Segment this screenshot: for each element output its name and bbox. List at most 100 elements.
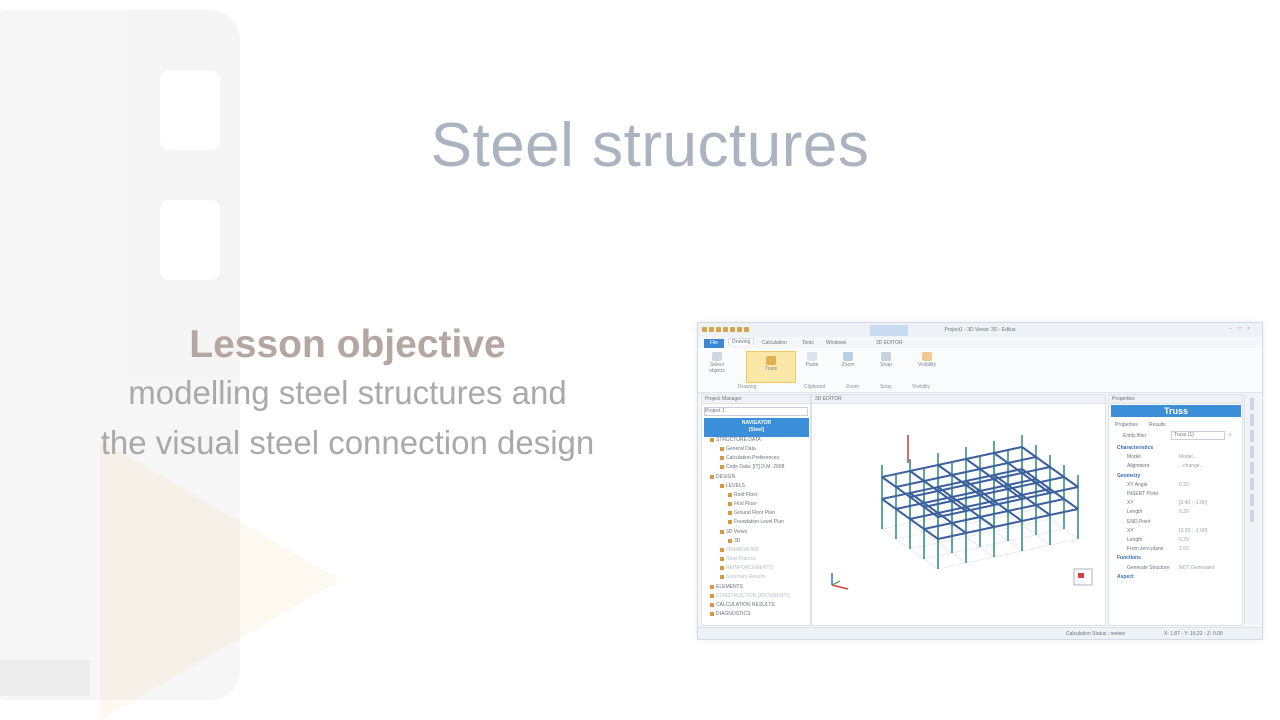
columns xyxy=(881,435,1079,569)
entity-filter-value: Truss (1) xyxy=(1174,432,1194,438)
zoom-button[interactable]: Zoom xyxy=(838,352,858,368)
tree-item-design[interactable]: DESIGN xyxy=(710,474,735,480)
tree-item-reinforcements[interactable]: REINFORCEMENTS xyxy=(720,565,773,571)
visibility-icon xyxy=(922,352,932,361)
group-visibility: Visibility xyxy=(912,384,930,390)
tree-item-structure-data[interactable]: STRUCTURE DATA xyxy=(710,437,761,443)
property-value[interactable]: 2.60 xyxy=(1179,546,1189,553)
property-value[interactable]: [3.40 ; -1.00] xyxy=(1179,500,1208,507)
group-drawing: Drawing xyxy=(738,384,757,390)
tree-item-calculation-preferences[interactable]: Calculation Preferences xyxy=(720,455,779,461)
play-icon-watermark xyxy=(100,440,340,720)
lesson-heading: Lesson objective xyxy=(189,323,506,366)
context-tab-highlight xyxy=(870,325,908,336)
property-label: Length xyxy=(1127,509,1143,516)
magnifier-icon xyxy=(843,352,853,361)
quick-access-toolbar xyxy=(702,327,822,333)
property-section[interactable]: Geometry xyxy=(1117,472,1141,479)
tab-file[interactable]: File xyxy=(704,339,724,348)
tree-item-code-data[interactable]: Code Data: [IT] D.M. 2008 xyxy=(720,464,784,470)
app-titlebar: Project1 - 3D Views: 3D - Edilus –□× xyxy=(698,323,1262,337)
property-value[interactable]: ...change... xyxy=(1179,463,1204,470)
tab-tools[interactable]: Tools xyxy=(802,340,814,346)
tree-item-first-floor[interactable]: First Floor xyxy=(728,501,757,507)
property-label: XY Angle xyxy=(1127,481,1148,488)
property-label: Length xyxy=(1127,537,1143,543)
right-side-tabs[interactable] xyxy=(1244,394,1259,624)
truss-icon xyxy=(766,356,776,365)
3d-editor-tab[interactable]: 3D EDITOR xyxy=(812,395,1105,404)
tab-calculation[interactable]: Calculation xyxy=(762,340,787,346)
property-value[interactable]: NOT Generated xyxy=(1179,564,1215,571)
project-manager-header: Project Manager xyxy=(702,395,810,404)
entity-filter-select[interactable]: Truss (1) xyxy=(1171,431,1225,440)
property-value[interactable]: 0.20 xyxy=(1179,537,1189,543)
search-icon[interactable]: ⌕ xyxy=(1229,432,1232,438)
select-objects-button[interactable]: Select objects xyxy=(704,352,730,374)
tree-item-ground-floor-plan[interactable]: Ground Floor Plan xyxy=(728,510,775,516)
app-screenshot: Project1 - 3D Views: 3D - Edilus –□× Fil… xyxy=(697,322,1263,640)
tree-item-elements[interactable]: ELEMENTS xyxy=(710,584,743,590)
group-zoom: Zoom xyxy=(846,384,859,390)
group-clipboard: Clipboard xyxy=(804,384,826,390)
tree-item-3d[interactable]: 3D xyxy=(728,538,740,544)
tree-item-construction-documents[interactable]: CONSTRUCTION DOCUMENTS xyxy=(710,593,790,599)
project-select-value: Project 1 xyxy=(705,408,725,414)
zoom-label: Zoom xyxy=(841,362,855,368)
property-label: From zero plane xyxy=(1127,546,1164,553)
tree-item-levels[interactable]: LEVELS xyxy=(720,483,745,489)
lesson-objective-block: Lesson objective modelling steel structu… xyxy=(30,322,665,468)
navigator-title: NAVIGATOR xyxy=(741,420,772,426)
property-value[interactable]: Model... xyxy=(1179,454,1197,461)
ribbon: Select objects Truss Paste Zoom Snap Vis… xyxy=(698,348,1262,393)
paste-button[interactable]: Paste xyxy=(802,352,822,368)
property-value[interactable]: 0.20 xyxy=(1179,509,1189,516)
tree-item-roof-floor[interactable]: Roof Floor xyxy=(728,492,757,498)
tab-windows[interactable]: Windows xyxy=(826,340,847,346)
tree-item-3d-views[interactable]: 3D Views xyxy=(720,529,747,535)
property-section[interactable]: Aspect xyxy=(1117,573,1134,580)
tree-item-diagnostics[interactable]: DIAGNOSTICS xyxy=(710,611,750,617)
project-select[interactable]: Project 1 xyxy=(704,407,808,416)
tree-item-calculation-results[interactable]: CALCULATION RESULTS xyxy=(710,602,775,608)
film-strip-watermark xyxy=(0,10,260,710)
lesson-description-line-2: the visual steel connection design xyxy=(100,424,595,461)
3d-editor-viewport[interactable]: 3D EDITOR xyxy=(811,394,1106,626)
property-label: INSERT Point xyxy=(1127,491,1158,497)
tree-item-foundation-level-plan[interactable]: Foundation Level Plan xyxy=(728,519,784,525)
snap-label: Snap xyxy=(880,362,892,368)
tree-item-summary-results[interactable]: Summary Results xyxy=(720,574,765,580)
property-label: Alignment xyxy=(1127,463,1150,470)
snap-button[interactable]: Snap xyxy=(876,352,896,368)
tab-3d-editor[interactable]: 3D EDITOR xyxy=(876,340,903,346)
view-cube-icon xyxy=(1073,568,1093,586)
truss-button[interactable]: Truss xyxy=(746,351,796,383)
cursor-icon xyxy=(712,352,722,361)
paste-icon xyxy=(807,352,817,361)
visibility-button[interactable]: Visibility xyxy=(914,352,940,368)
visibility-label: Visibility xyxy=(918,362,936,368)
property-label: END Point xyxy=(1127,518,1151,525)
window-controls[interactable]: –□× xyxy=(1229,326,1256,332)
structure-3d-model xyxy=(831,435,1093,590)
beams xyxy=(881,446,1079,540)
property-value[interactable]: 0.22 xyxy=(1179,481,1189,488)
tab-results[interactable]: Results xyxy=(1149,422,1166,428)
tab-properties[interactable]: Properties xyxy=(1115,422,1138,428)
property-section[interactable]: Characteristics xyxy=(1117,445,1154,451)
tree-item-steel-frames[interactable]: Steel Frames xyxy=(720,556,756,562)
tree-item-framework[interactable]: FRAMEWORK xyxy=(720,547,759,553)
axis-gizmo-icon xyxy=(831,573,849,590)
property-label: XY xyxy=(1127,527,1134,534)
tree-item-general-data[interactable]: General Data xyxy=(720,446,756,452)
lesson-description-line-1: modelling steel structures and xyxy=(128,374,567,411)
property-label: XY xyxy=(1127,500,1134,507)
cursor-coordinates: X: 1.87 - Y: 16.22 - Z: 0.00 xyxy=(1164,631,1223,637)
property-section[interactable]: Functions xyxy=(1117,555,1141,562)
calculation-status: Calculation Status : review xyxy=(1066,631,1125,637)
paste-label: Paste xyxy=(805,362,819,368)
property-value[interactable]: [3.20 ; -1.00] xyxy=(1179,527,1208,534)
tab-drawing[interactable]: Drawing xyxy=(728,338,755,345)
project-manager-panel: Project Manager Project 1 NAVIGATOR [Ste… xyxy=(701,394,811,626)
navigator-banner: NAVIGATOR [Steel] xyxy=(704,418,809,437)
